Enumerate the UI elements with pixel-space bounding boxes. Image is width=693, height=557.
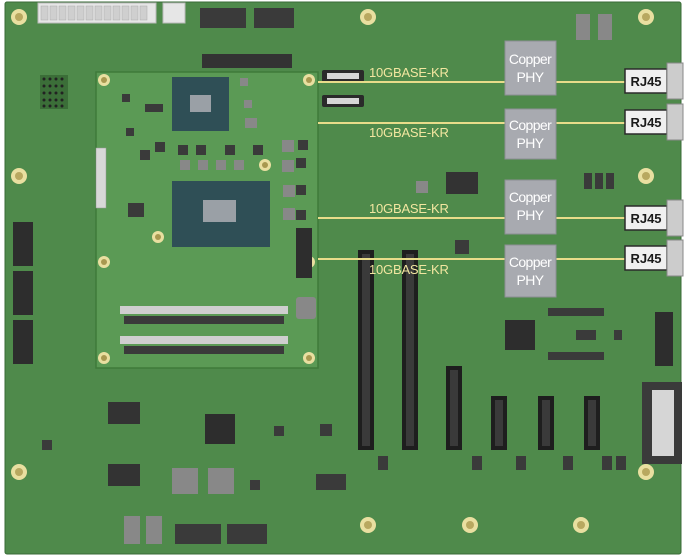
sodimm-slots xyxy=(120,306,288,354)
top-chip-2 xyxy=(254,8,294,28)
pch-die xyxy=(190,95,211,112)
cpu-die xyxy=(203,200,236,222)
kr-label-2: 10GBASE-KR xyxy=(369,125,449,140)
svg-text:Copper: Copper xyxy=(509,51,552,67)
copper-phy-1: Copper PHY xyxy=(504,40,557,96)
left-connector-3 xyxy=(13,320,33,364)
right-edge-connector xyxy=(642,382,682,464)
copper-phy-3: Copper PHY xyxy=(504,179,557,235)
module-edge-connector xyxy=(95,147,107,209)
sata-connectors xyxy=(322,70,364,107)
svg-text:Copper: Copper xyxy=(509,254,552,270)
kr-label-4: 10GBASE-KR xyxy=(369,262,449,277)
kr-traces xyxy=(318,81,505,260)
svg-text:PHY: PHY xyxy=(517,135,545,151)
carrier-components xyxy=(42,14,673,544)
power-connector xyxy=(37,2,157,24)
top-header xyxy=(202,54,292,68)
svg-text:PHY: PHY xyxy=(517,69,545,85)
svg-text:PHY: PHY xyxy=(517,207,545,223)
copper-phy-2: Copper PHY xyxy=(504,108,557,160)
left-pin-header xyxy=(40,75,68,109)
rj45-jack-1: RJ45 xyxy=(624,62,684,100)
pcie-slots xyxy=(358,250,600,450)
left-connector-1 xyxy=(13,222,33,266)
kr-label-1: 10GBASE-KR xyxy=(369,65,449,80)
svg-text:RJ45: RJ45 xyxy=(630,211,661,226)
phy-jack-traces xyxy=(556,81,625,260)
module-mount-holes xyxy=(98,74,315,364)
copper-phy-4: Copper PHY xyxy=(504,244,557,298)
module-components xyxy=(122,78,316,319)
left-connector-2 xyxy=(13,271,33,315)
svg-text:PHY: PHY xyxy=(517,272,545,288)
svg-text:Copper: Copper xyxy=(509,117,552,133)
rj45-jack-3: RJ45 xyxy=(624,199,684,237)
svg-text:Copper: Copper xyxy=(509,189,552,205)
rj45-jack-2: RJ45 xyxy=(624,103,684,141)
small-connector xyxy=(162,2,186,24)
kr-label-3: 10GBASE-KR xyxy=(369,201,449,216)
top-chip-1 xyxy=(200,8,246,28)
rj45-jack-4: RJ45 xyxy=(624,239,684,277)
svg-text:RJ45: RJ45 xyxy=(630,251,661,266)
svg-text:RJ45: RJ45 xyxy=(630,74,661,89)
svg-text:RJ45: RJ45 xyxy=(630,115,661,130)
mount-holes xyxy=(11,9,654,533)
